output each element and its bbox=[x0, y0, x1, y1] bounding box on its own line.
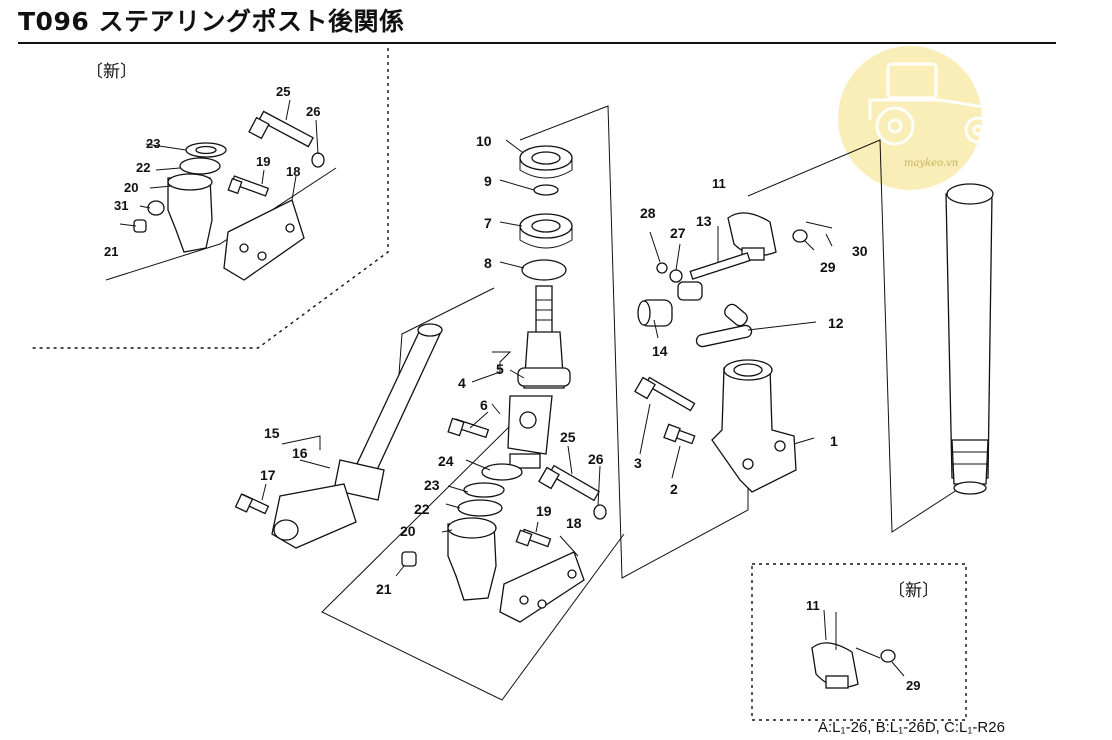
watermark-text: maykeo.vn bbox=[904, 158, 958, 169]
callout-1: 1 bbox=[830, 433, 838, 449]
model-footnote: A:L₁-26, B:L₁-26D, C:L₁-R26 bbox=[818, 719, 1005, 736]
callouts-inset-top: 18 19 20 21 22 23 25 26 31 bbox=[104, 84, 320, 259]
page-title: T096 ステアリングポスト後関係 bbox=[18, 7, 405, 36]
inset-bottom-right-header: 〔新〕 bbox=[888, 581, 939, 601]
callout-3: 3 bbox=[634, 455, 642, 471]
inset-callout-21: 21 bbox=[104, 244, 118, 259]
callout-15: 15 bbox=[264, 425, 280, 441]
callout-22: 22 bbox=[414, 501, 430, 517]
inset-callout-19: 19 bbox=[256, 154, 270, 169]
callout-7: 7 bbox=[484, 215, 492, 231]
callouts-main: 1 2 3 4 5 6 7 8 9 10 11 12 13 14 15 16 1… bbox=[260, 133, 868, 597]
callout-27: 27 bbox=[670, 225, 686, 241]
inset-bottom-right-boundary bbox=[751, 563, 967, 721]
callout-24: 24 bbox=[438, 453, 454, 469]
watermark: maykeo.vn bbox=[838, 46, 992, 190]
callout-11: 11 bbox=[712, 176, 726, 191]
callouts-inset-bottom: 11 29 bbox=[806, 598, 920, 693]
steering-shaft-assembly bbox=[234, 145, 607, 623]
callout-21: 21 bbox=[376, 581, 392, 597]
inset-callout-25: 25 bbox=[276, 84, 290, 99]
callout-23: 23 bbox=[424, 477, 440, 493]
callout-30: 30 bbox=[852, 243, 868, 259]
inset-callout-31: 31 bbox=[114, 198, 128, 213]
callout-26: 26 bbox=[588, 451, 604, 467]
inset-callout-22: 22 bbox=[136, 160, 150, 175]
inset-callout-26: 26 bbox=[306, 104, 320, 119]
callout-29: 29 bbox=[820, 259, 836, 275]
callout-13: 13 bbox=[696, 213, 712, 229]
callout-28: 28 bbox=[640, 205, 656, 221]
callout-6: 6 bbox=[480, 397, 488, 413]
inset-clamp-assembly bbox=[811, 612, 896, 689]
title-underline bbox=[18, 42, 1056, 44]
callout-2: 2 bbox=[670, 481, 678, 497]
callout-12: 12 bbox=[828, 315, 844, 331]
callout-19: 19 bbox=[536, 503, 552, 519]
callout-14: 14 bbox=[652, 343, 668, 359]
callout-9: 9 bbox=[484, 173, 492, 189]
inset-callout-11: 11 bbox=[806, 598, 820, 613]
callout-25: 25 bbox=[560, 429, 576, 445]
callout-5: 5 bbox=[496, 361, 504, 377]
callout-8: 8 bbox=[484, 255, 492, 271]
inset-top-left-header: 〔新〕 bbox=[86, 62, 137, 82]
callout-18: 18 bbox=[566, 515, 582, 531]
callout-10: 10 bbox=[476, 133, 492, 149]
callout-16: 16 bbox=[292, 445, 308, 461]
callout-20: 20 bbox=[400, 523, 416, 539]
assembly-outlines bbox=[105, 105, 961, 701]
inset-callout-29: 29 bbox=[906, 678, 920, 693]
inset-bracket-assembly bbox=[133, 110, 325, 281]
tractor-icon bbox=[868, 62, 992, 146]
column-tube bbox=[945, 183, 994, 495]
inset-callout-23: 23 bbox=[146, 136, 160, 151]
inset-callout-20: 20 bbox=[124, 180, 138, 195]
post-bracket-assembly bbox=[634, 212, 833, 493]
inset-callout-18: 18 bbox=[286, 164, 300, 179]
callout-17: 17 bbox=[260, 467, 276, 483]
leader-lines bbox=[119, 99, 905, 677]
callout-4: 4 bbox=[458, 375, 466, 391]
